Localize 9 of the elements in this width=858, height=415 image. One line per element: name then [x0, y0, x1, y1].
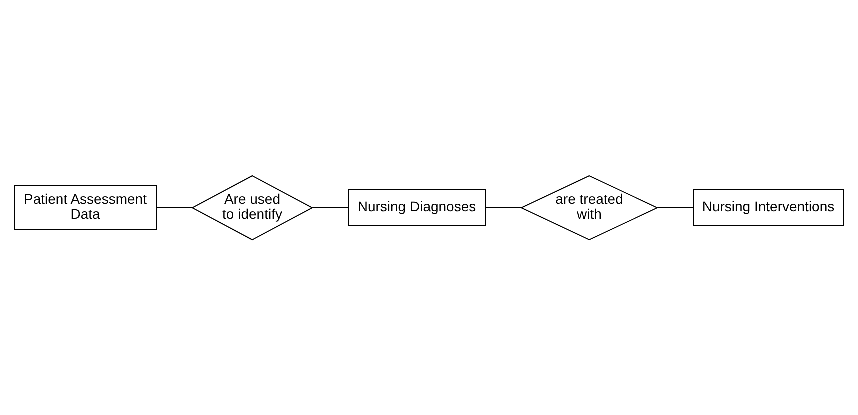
node-box: Nursing Interventions — [693, 189, 844, 226]
connector — [156, 207, 193, 208]
node-diamond: Are used to identify — [191, 174, 314, 240]
node-box: Nursing Diagnoses — [348, 189, 486, 226]
connector — [657, 207, 694, 208]
node-box: Patient Assessment Data — [14, 185, 157, 230]
connector — [485, 207, 522, 208]
connector — [312, 207, 349, 208]
node-diamond: are treated with — [520, 174, 659, 240]
